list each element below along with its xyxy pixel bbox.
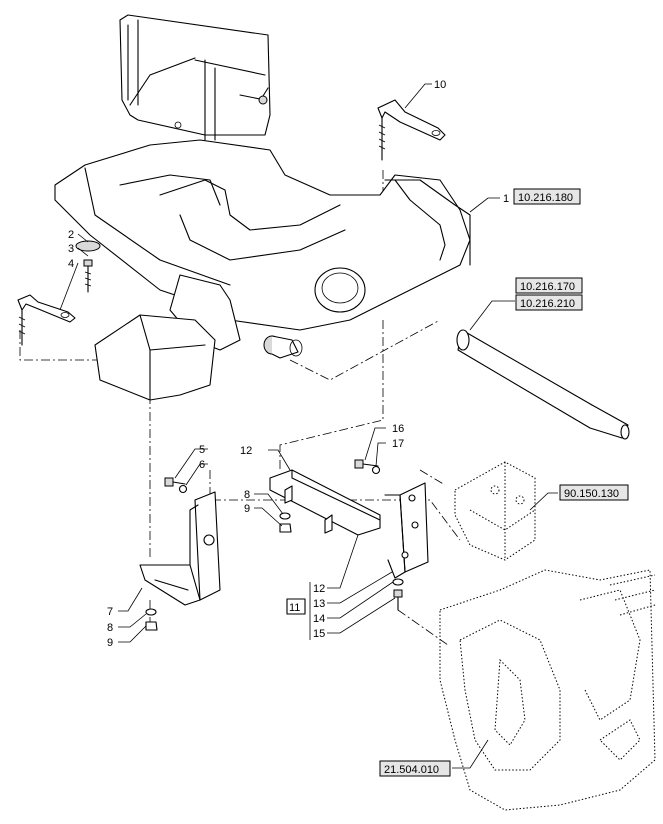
ref-10-216-180[interactable]: 10.216.180	[518, 192, 573, 204]
callout-12-lower: 12	[313, 583, 325, 595]
ref-10-216-210[interactable]: 10.216.210	[520, 298, 575, 310]
part-5-6-screws	[164, 477, 188, 494]
part-7-bracket	[139, 491, 221, 606]
part-12-bracket	[269, 469, 381, 536]
ref-90-150-130[interactable]: 90.150.130	[564, 488, 619, 500]
ref-21-504-010[interactable]: 21.504.010	[384, 764, 439, 776]
callout-14: 14	[313, 613, 325, 625]
part-10-bracket	[377, 99, 446, 161]
callout-11: 11	[289, 602, 300, 614]
callout-1: 1	[503, 193, 509, 205]
axle-tube	[456, 329, 630, 440]
part-2-3-washer-screw	[75, 240, 101, 293]
callout-5: 5	[199, 444, 205, 456]
ref-10-216-170[interactable]: 10.216.170	[520, 281, 575, 293]
callout-15: 15	[313, 628, 325, 640]
leader-lines	[59, 83, 558, 769]
callout-8-upper: 8	[244, 489, 250, 501]
callout-8-lower: 8	[107, 622, 113, 634]
callout-16: 16	[392, 423, 404, 435]
callout-12-upper: 12	[240, 445, 252, 457]
part-8-9-left	[145, 608, 158, 631]
callout-13: 13	[313, 598, 325, 610]
callout-4: 4	[68, 258, 74, 270]
reference-boxes: 10.216.180 10.216.170 10.216.210 90.150.…	[379, 188, 629, 777]
callout-2: 2	[68, 229, 74, 241]
part-8-9-upper	[279, 512, 292, 533]
callout-9-lower: 9	[107, 637, 113, 649]
tractor-frame-dotted	[439, 461, 656, 811]
callout-10: 10	[434, 79, 446, 91]
front-weight-carrier	[54, 14, 471, 401]
callout-6: 6	[199, 459, 205, 471]
callout-numbers: 1 10 2 3 4 5 6 8 9 7 8 9 12 16 17 12 13 …	[68, 79, 509, 649]
callout-11-box	[286, 598, 306, 615]
part-16-17-screws	[354, 459, 381, 475]
callout-7: 7	[107, 606, 113, 618]
part-13-bracket	[384, 482, 429, 579]
part-14-15-screw	[392, 578, 404, 611]
callout-3: 3	[68, 243, 74, 255]
callout-17: 17	[392, 438, 404, 450]
callout-9-upper: 9	[244, 503, 250, 515]
part-4-bracket	[17, 294, 76, 346]
